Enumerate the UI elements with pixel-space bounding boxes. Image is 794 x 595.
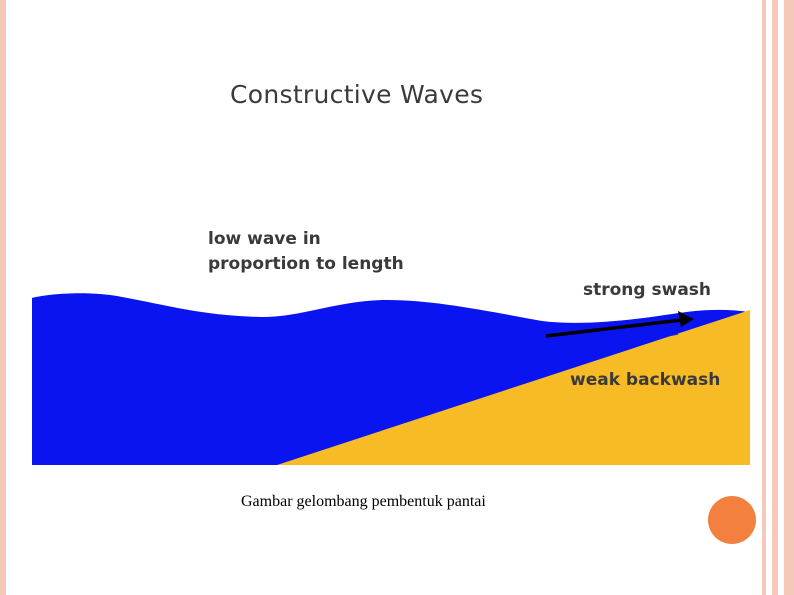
- swash-arrow-head: [678, 311, 694, 327]
- backwash-line: [587, 333, 679, 351]
- constructive-waves-diagram: [32, 293, 750, 465]
- beach-sand: [277, 310, 750, 465]
- backwash-label: weak backwash: [570, 370, 721, 390]
- wave-shape-label-line: low wave in: [208, 229, 321, 249]
- slide-frame-left: [0, 0, 6, 595]
- swash-arrow-line: [545, 318, 683, 338]
- wave-shape-label: low wave in proportion to length: [208, 227, 404, 277]
- slide-frame-right-stripe: [772, 0, 778, 595]
- accent-dot-icon: [708, 496, 756, 544]
- slide-frame-right-stripe: [784, 0, 794, 595]
- figure-caption: Gambar gelombang pembentuk pantai: [241, 493, 486, 510]
- slide-frame-right-stripe: [762, 0, 766, 595]
- swash-label: strong swash: [583, 280, 712, 300]
- wave-shape-label-line: proportion to length: [208, 254, 404, 274]
- slide-title: Constructive Waves: [230, 80, 484, 109]
